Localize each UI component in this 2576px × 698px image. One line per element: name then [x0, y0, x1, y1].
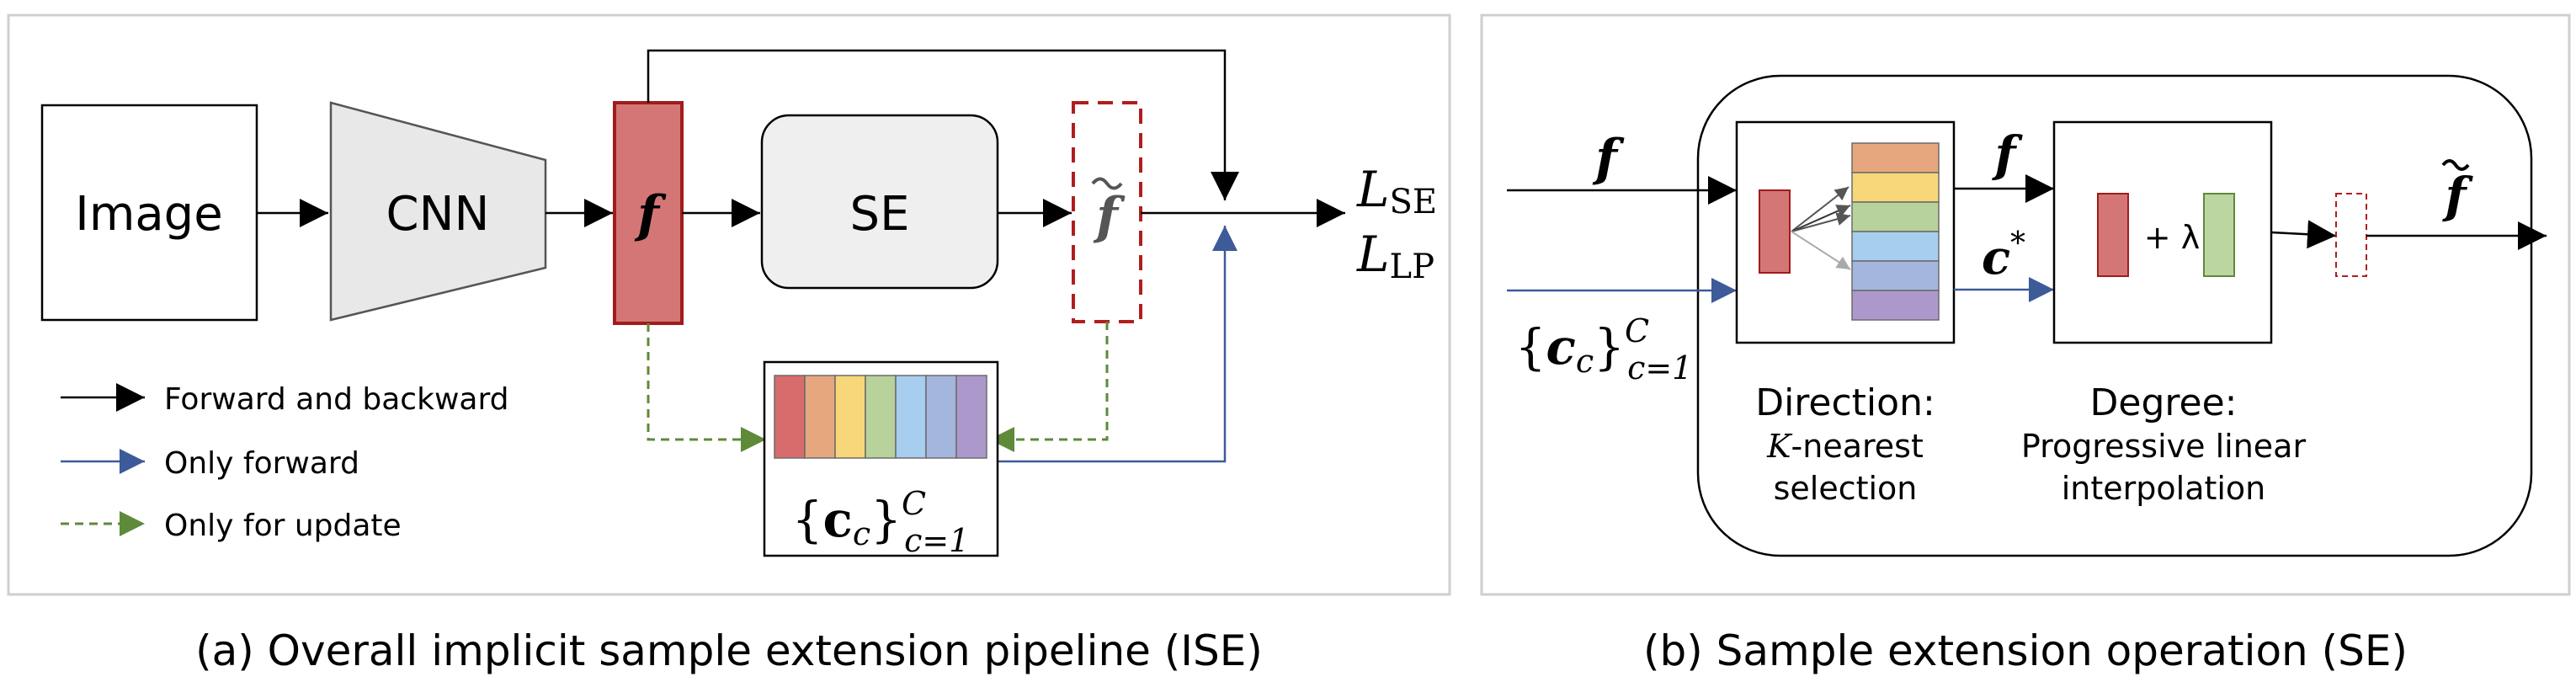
arrow-degree-to-output	[2270, 220, 2337, 249]
direction-feature-bar	[1759, 189, 1791, 274]
class-center-bar	[895, 375, 927, 459]
class-center-bar	[865, 375, 897, 459]
stacked-center-bar	[1851, 260, 1940, 291]
caption-a: (a) Overall implicit sample extension pi…	[195, 626, 1263, 675]
direction-title: Direction:	[1755, 381, 1935, 424]
class-center-bar	[925, 375, 957, 459]
loss-lp: LLP	[1356, 226, 1434, 286]
legend-label-forward-backward: Forward and backward	[164, 382, 508, 417]
arrow-skip-connection	[647, 49, 1239, 200]
arrow-f-update	[647, 323, 766, 452]
knn-arrow-4	[1791, 231, 1851, 270]
se-block	[760, 114, 999, 290]
direction-line1: K-nearest	[1766, 428, 1924, 465]
tilde-mark	[1091, 177, 1123, 190]
class-center-bar	[834, 375, 866, 459]
c-star-label: c*	[1982, 226, 2025, 285]
degree-center-bar	[2203, 193, 2235, 277]
degree-feature-bar	[2097, 193, 2129, 277]
class-center-bar	[804, 375, 836, 459]
legend: Forward and backward Only forward Only f…	[61, 382, 508, 543]
output-tilde-mark	[2441, 159, 2470, 171]
knn-arrow-2	[1791, 205, 1851, 232]
output-f-tilde-box	[2335, 193, 2367, 277]
caption-b: (b) Sample extension operation (SE)	[1643, 626, 2408, 675]
degree-line1: Progressive linear	[2021, 428, 2307, 465]
arrow-f-tilde-update	[989, 322, 1109, 452]
class-center-bar	[955, 375, 987, 459]
loss-se: LSE	[1356, 161, 1437, 221]
degree-title: Degree:	[2090, 381, 2238, 424]
legend-label-only-update: Only for update	[164, 509, 402, 543]
plus-lambda-label: + λ	[2144, 219, 2200, 256]
arrow-centers-forward	[998, 226, 1237, 463]
se-label: SE	[850, 187, 910, 242]
stacked-center-bar	[1851, 201, 1940, 232]
image-label: Image	[75, 187, 222, 242]
cnn-label: CNN	[386, 187, 490, 242]
knn-arrow-1	[1791, 186, 1850, 232]
class-centers-bars	[774, 375, 987, 459]
direction-center-stack	[1851, 142, 1940, 321]
degree-line2: interpolation	[2062, 470, 2266, 507]
legend-label-only-forward: Only forward	[164, 446, 359, 481]
stacked-center-bar	[1851, 172, 1940, 203]
stacked-center-bar	[1851, 142, 1940, 173]
feature-f-box	[613, 101, 684, 325]
stacked-center-bar	[1851, 290, 1940, 321]
class-center-bar	[774, 375, 806, 459]
direction-line2: selection	[1774, 470, 1918, 507]
image-box	[40, 104, 258, 322]
stacked-center-bar	[1851, 231, 1940, 262]
knn-arrow-3	[1791, 212, 1851, 232]
cnn-block	[329, 101, 547, 322]
